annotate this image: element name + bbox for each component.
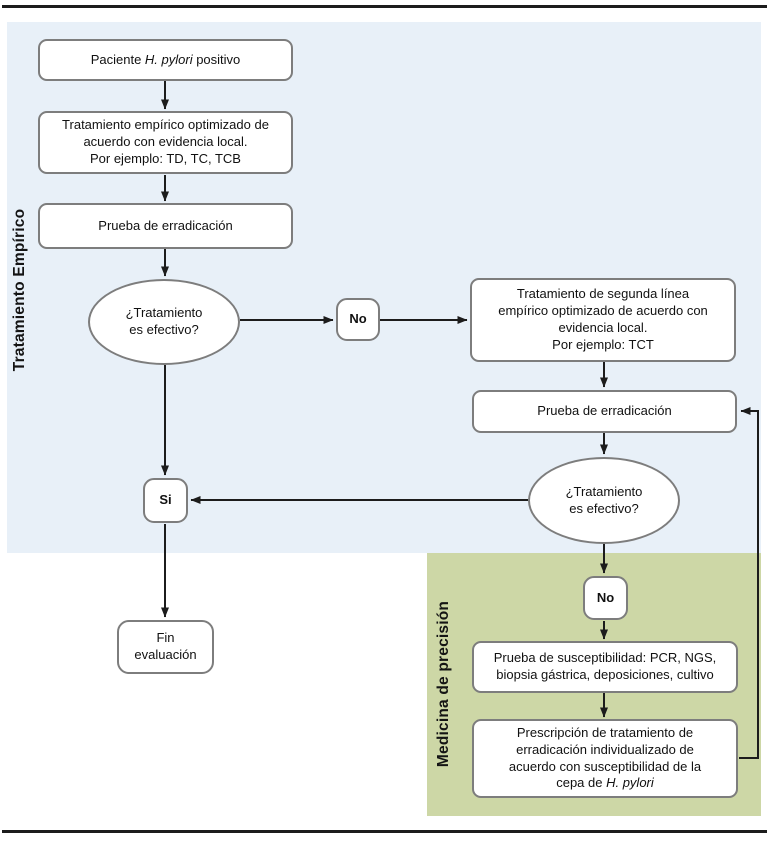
decision-1-text: ¿Tratamiento es efectivo? bbox=[125, 305, 203, 337]
yes-node: Si bbox=[143, 478, 188, 523]
end-evaluation-node: Fin evaluación bbox=[117, 620, 214, 674]
decision-1-node: ¿Tratamiento es efectivo? bbox=[88, 279, 240, 365]
prescription-text: Prescripción de tratamiento de erradicac… bbox=[508, 724, 702, 791]
second-line-treatment-text: Tratamiento de segunda línea empírico op… bbox=[498, 286, 708, 352]
patient-node-text: Paciente H. pylori positivo bbox=[90, 51, 241, 67]
susceptibility-test-node: Prueba de susceptibilidad: PCR, NGS, bio… bbox=[472, 641, 738, 693]
end-evaluation-text: Fin evaluación bbox=[134, 630, 197, 662]
eradication-test-2-text: Prueba de erradicación bbox=[537, 403, 672, 419]
patient-node: Paciente H. pylori positivo bbox=[38, 39, 293, 81]
eradication-test-1-node: Prueba de erradicación bbox=[38, 203, 293, 249]
no-2-node: No bbox=[583, 576, 628, 620]
prescription-node: Prescripción de tratamiento de erradicac… bbox=[472, 719, 738, 798]
decision-2-node: ¿Tratamiento es efectivo? bbox=[528, 457, 680, 544]
empiric-treatment-text: Tratamiento empírico optimizado de acuer… bbox=[62, 117, 269, 166]
no-2-text: No bbox=[596, 589, 615, 605]
bottom-rule bbox=[2, 830, 767, 833]
top-rule bbox=[2, 5, 767, 8]
second-line-treatment-node: Tratamiento de segunda línea empírico op… bbox=[470, 278, 736, 362]
decision-2-text: ¿Tratamiento es efectivo? bbox=[565, 483, 643, 516]
empiric-region-label: Tratamiento Empírico bbox=[11, 208, 29, 372]
precision-region-label: Medicina de precisión bbox=[435, 600, 453, 768]
yes-text: Si bbox=[159, 492, 172, 508]
empiric-treatment-node: Tratamiento empírico optimizado de acuer… bbox=[38, 111, 293, 174]
eradication-test-2-node: Prueba de erradicación bbox=[472, 390, 737, 433]
no-1-text: No bbox=[349, 311, 367, 327]
eradication-test-1-text: Prueba de erradicación bbox=[98, 217, 233, 233]
susceptibility-test-text: Prueba de susceptibilidad: PCR, NGS, bio… bbox=[493, 650, 717, 682]
no-1-node: No bbox=[336, 298, 380, 341]
